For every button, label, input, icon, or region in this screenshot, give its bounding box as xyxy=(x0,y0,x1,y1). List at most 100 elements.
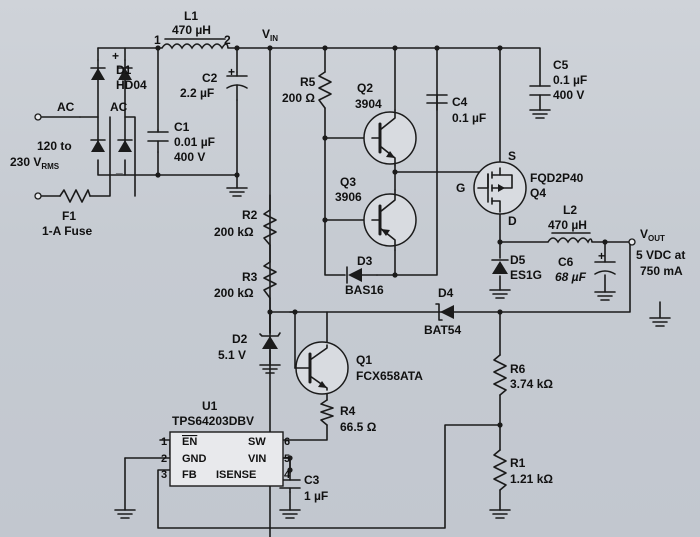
u1-pin4-name: ISENSE xyxy=(216,469,256,481)
transistor-q3 xyxy=(363,189,417,251)
c1-rating: 400 V xyxy=(174,150,205,164)
inductor-l1 xyxy=(161,38,229,50)
r4-value: 66.5 Ω xyxy=(340,420,377,434)
diode-d5 xyxy=(491,259,509,274)
vout-spec-line2: 5 VDC at xyxy=(636,248,685,262)
ground-symbol-r1 xyxy=(489,509,511,519)
u1-pin3-name: FB xyxy=(182,469,197,481)
f1-value: 1-A Fuse xyxy=(42,224,93,238)
resistor-r5 xyxy=(318,71,332,109)
diode-d3 xyxy=(346,266,378,284)
u1-value: TPS64203DBV xyxy=(172,414,254,428)
c5-ref: C5 xyxy=(553,58,569,72)
ground-symbol-vout xyxy=(649,301,671,327)
bridge-rectifier-d1 xyxy=(90,59,133,152)
q1-value: FCX658ATA xyxy=(356,369,423,383)
f1-ref: F1 xyxy=(62,209,76,223)
q4-pin-d: D xyxy=(508,214,517,228)
ac-label-right: AC xyxy=(110,100,128,114)
ground-symbol-c3 xyxy=(279,509,301,519)
d4-value: BAT54 xyxy=(424,323,461,337)
q4-pin-g: G xyxy=(456,181,465,195)
r1-value: 1.21 kΩ xyxy=(510,472,553,486)
ac-input-terminal-left xyxy=(34,113,42,121)
ground-symbol-u1 xyxy=(114,509,136,519)
c5-rating: 400 V xyxy=(553,88,584,102)
q3-value: 3906 xyxy=(335,190,362,204)
u1-ref: U1 xyxy=(202,399,218,413)
u1-pin3-num: 3 xyxy=(161,469,167,481)
c1-ref: C1 xyxy=(174,120,190,134)
inductor-l2 xyxy=(547,232,593,244)
input-voltage-line2: 230 VRMS xyxy=(10,155,60,171)
resistor-r3 xyxy=(263,261,277,299)
q3-ref: Q3 xyxy=(340,175,356,189)
l1-pin1: 1 xyxy=(154,33,161,47)
vout-label: VOUT xyxy=(640,227,665,243)
ground-symbol-c2 xyxy=(226,187,248,197)
u1-pin5-num: 5 xyxy=(284,453,290,465)
d3-ref: D3 xyxy=(357,254,373,268)
capacitor-c6 xyxy=(594,261,616,275)
c3-ref: C3 xyxy=(304,473,320,487)
r2-value: 200 kΩ xyxy=(214,225,254,239)
d5-value: ES1G xyxy=(510,268,542,282)
ground-symbol-d5 xyxy=(489,289,511,299)
q2-ref: Q2 xyxy=(357,81,373,95)
c1-value: 0.01 µF xyxy=(174,135,215,149)
q4-pin-s: S xyxy=(508,149,516,163)
q4-value: FQD2P40 xyxy=(530,171,584,185)
d3-value: BAS16 xyxy=(345,283,384,297)
vout-spec-line3: 750 mA xyxy=(640,264,683,278)
d1-ref: D1 xyxy=(116,63,132,77)
transistor-q1 xyxy=(294,341,349,395)
l1-pin2: 2 xyxy=(224,33,231,47)
transistor-q2 xyxy=(363,109,417,166)
ground-symbol-c5 xyxy=(529,109,551,119)
d1-plus: + xyxy=(112,49,119,63)
zener-diode-d2 xyxy=(259,332,281,349)
u1-pin6-num: 6 xyxy=(284,436,290,448)
r5-value: 200 Ω xyxy=(282,91,315,105)
q2-value: 3904 xyxy=(355,97,382,111)
resistor-r2 xyxy=(263,209,277,246)
u1-pin1-name: EN xyxy=(182,436,197,448)
u1-pin1-num: 1 xyxy=(161,436,167,448)
r6-value: 3.74 kΩ xyxy=(510,377,553,391)
ac-label-left: AC xyxy=(57,100,75,114)
input-voltage-line1: 120 to xyxy=(37,139,72,153)
vin-label: VIN xyxy=(262,27,278,43)
c6-ref: C6 xyxy=(558,255,574,269)
r6-ref: R6 xyxy=(510,362,526,376)
c2-plus: + xyxy=(228,65,235,79)
resistor-r6 xyxy=(493,354,507,396)
u1-pin5-name: VIN xyxy=(248,453,266,465)
c3-value: 1 µF xyxy=(304,489,328,503)
u1-pin4-num: 4 xyxy=(284,469,291,481)
capacitor-c5 xyxy=(529,85,551,96)
d2-value: 5.1 V xyxy=(218,348,246,362)
d5-ref: D5 xyxy=(510,253,526,267)
junction-dots xyxy=(155,45,608,473)
u1-pin6-name: SW xyxy=(248,436,266,448)
c5-value: 0.1 µF xyxy=(553,73,587,87)
c4-ref: C4 xyxy=(452,95,468,109)
fuse-f1 xyxy=(59,189,91,203)
q4-ref: Q4 xyxy=(530,186,546,200)
c4-value: 0.1 µF xyxy=(452,111,486,125)
u1-pin2-name: GND xyxy=(182,453,207,465)
q1-ref: Q1 xyxy=(356,353,372,367)
capacitor-c2 xyxy=(226,71,248,101)
diode-d4 xyxy=(435,303,454,321)
u1-pin2-num: 2 xyxy=(161,453,167,465)
r4-ref: R4 xyxy=(340,404,356,418)
d2-ref: D2 xyxy=(232,332,248,346)
ac-input-terminal-bottom xyxy=(34,192,42,200)
d4-ref: D4 xyxy=(438,286,454,300)
r1-ref: R1 xyxy=(510,456,526,470)
capacitor-c4 xyxy=(426,94,448,104)
ground-symbol-c6 xyxy=(594,291,616,301)
wires xyxy=(39,47,633,537)
